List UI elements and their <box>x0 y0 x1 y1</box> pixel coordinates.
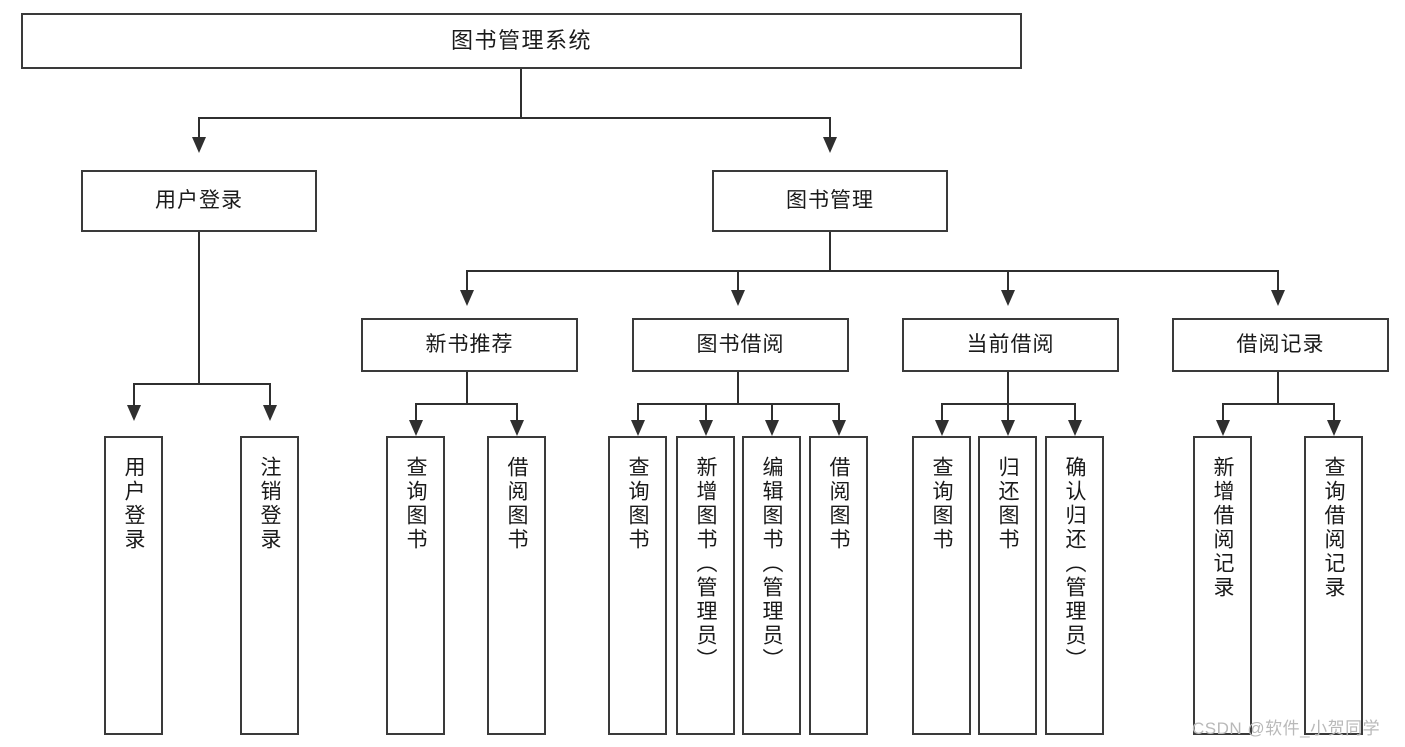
arrow-to-leaf-current-return-book <box>1001 420 1015 436</box>
connector-level2-drop-3 <box>1007 270 1009 292</box>
arrow-to-leaf-user-login <box>127 405 141 421</box>
leaf-borrow-query-book[interactable]: 查询图书 <box>608 436 667 735</box>
connector-user-login-drop-1 <box>133 383 135 407</box>
node-label: 新增借阅记录 <box>1211 456 1234 600</box>
node-label: 当前借阅 <box>966 332 1055 356</box>
arrow-to-leaf-logout <box>263 405 277 421</box>
connector-record-drop-1 <box>1222 403 1224 423</box>
node-label: 借阅记录 <box>1236 332 1325 356</box>
leaf-recommend-query-book[interactable]: 查询图书 <box>386 436 445 735</box>
arrow-to-leaf-recommend-borrow-book <box>510 420 524 436</box>
node-label: 查询图书 <box>404 456 427 552</box>
node-label: 图书管理系统 <box>450 28 592 54</box>
node-label: 确认归还（管理员） <box>1063 456 1086 672</box>
connector-user-login-stem <box>198 232 200 383</box>
arrow-to-leaf-current-query-book <box>935 420 949 436</box>
arrow-to-leaf-current-confirm-return <box>1068 420 1082 436</box>
arrow-to-new-book-recommend <box>460 290 474 306</box>
connector-record-drop-2 <box>1333 403 1335 423</box>
connector-record-stem <box>1277 372 1279 403</box>
arrow-to-user-login <box>192 137 206 153</box>
connector-borrow-drop-3 <box>771 403 773 423</box>
connector-recommend-bus <box>415 403 518 405</box>
connector-level1-drop-left <box>198 117 200 139</box>
connector-user-login-drop-2 <box>269 383 271 407</box>
arrow-to-current-borrow <box>1001 290 1015 306</box>
connector-root-stem <box>520 69 522 117</box>
connector-recommend-drop-1 <box>415 403 417 423</box>
leaf-borrow-borrow-book[interactable]: 借阅图书 <box>809 436 868 735</box>
arrow-to-leaf-borrow-add-book <box>699 420 713 436</box>
node-book-management[interactable]: 图书管理 <box>712 170 948 232</box>
leaf-record-query-record[interactable]: 查询借阅记录 <box>1304 436 1363 735</box>
connector-record-bus <box>1222 403 1335 405</box>
connector-user-login-bus <box>133 383 270 385</box>
connector-recommend-stem <box>466 372 468 403</box>
connector-borrow-drop-1 <box>637 403 639 423</box>
arrow-to-leaf-recommend-query-book <box>409 420 423 436</box>
node-label: 归还图书 <box>996 456 1019 552</box>
node-new-book-recommend[interactable]: 新书推荐 <box>361 318 578 372</box>
leaf-logout[interactable]: 注销登录 <box>240 436 299 735</box>
node-label: 查询图书 <box>626 456 649 552</box>
connector-book-management-stem <box>829 232 831 270</box>
node-book-borrow[interactable]: 图书借阅 <box>632 318 849 372</box>
arrow-to-leaf-borrow-borrow-book <box>832 420 846 436</box>
leaf-current-return-book[interactable]: 归还图书 <box>978 436 1037 735</box>
connector-current-drop-1 <box>941 403 943 423</box>
connector-current-stem <box>1007 372 1009 403</box>
connector-current-drop-3 <box>1074 403 1076 423</box>
connector-borrow-stem <box>737 372 739 403</box>
node-label: 注销登录 <box>258 456 281 552</box>
node-label: 查询图书 <box>930 456 953 552</box>
leaf-borrow-edit-book[interactable]: 编辑图书（管理员） <box>742 436 801 735</box>
leaf-current-query-book[interactable]: 查询图书 <box>912 436 971 735</box>
node-root-book-management-system[interactable]: 图书管理系统 <box>21 13 1022 69</box>
node-label: 查询借阅记录 <box>1322 456 1345 600</box>
connector-level2-drop-1 <box>466 270 468 292</box>
node-label: 借阅图书 <box>827 456 850 552</box>
node-borrow-record[interactable]: 借阅记录 <box>1172 318 1389 372</box>
arrow-to-book-management <box>823 137 837 153</box>
connector-level2-drop-4 <box>1277 270 1279 292</box>
node-label: 图书管理 <box>786 188 874 212</box>
node-label: 图书借阅 <box>696 332 785 356</box>
arrow-to-book-borrow <box>731 290 745 306</box>
node-label: 新增图书（管理员） <box>694 456 717 672</box>
leaf-current-confirm-return[interactable]: 确认归还（管理员） <box>1045 436 1104 735</box>
node-current-borrow[interactable]: 当前借阅 <box>902 318 1119 372</box>
arrow-to-leaf-borrow-edit-book <box>765 420 779 436</box>
connector-recommend-drop-2 <box>516 403 518 423</box>
arrow-to-borrow-record <box>1271 290 1285 306</box>
arrow-to-leaf-record-query-record <box>1327 420 1341 436</box>
connector-borrow-bus <box>637 403 840 405</box>
watermark-text: CSDN @软件_小贺同学 <box>1192 719 1381 738</box>
connector-level2-bus <box>466 270 1279 272</box>
connector-borrow-drop-2 <box>705 403 707 423</box>
arrow-to-leaf-record-add-record <box>1216 420 1230 436</box>
connector-level2-drop-2 <box>737 270 739 292</box>
node-label: 新书推荐 <box>425 332 514 356</box>
node-label: 用户登录 <box>122 456 145 552</box>
leaf-user-login[interactable]: 用户登录 <box>104 436 163 735</box>
node-label: 用户登录 <box>155 188 243 212</box>
node-user-login[interactable]: 用户登录 <box>81 170 317 232</box>
arrow-to-leaf-borrow-query-book <box>631 420 645 436</box>
node-label: 借阅图书 <box>505 456 528 552</box>
leaf-record-add-record[interactable]: 新增借阅记录 <box>1193 436 1252 735</box>
connector-current-drop-2 <box>1007 403 1009 423</box>
leaf-recommend-borrow-book[interactable]: 借阅图书 <box>487 436 546 735</box>
connector-level1-drop-right <box>829 117 831 139</box>
connector-level1-bus <box>198 117 831 119</box>
leaf-borrow-add-book[interactable]: 新增图书（管理员） <box>676 436 735 735</box>
connector-borrow-drop-4 <box>838 403 840 423</box>
node-label: 编辑图书（管理员） <box>760 456 783 672</box>
